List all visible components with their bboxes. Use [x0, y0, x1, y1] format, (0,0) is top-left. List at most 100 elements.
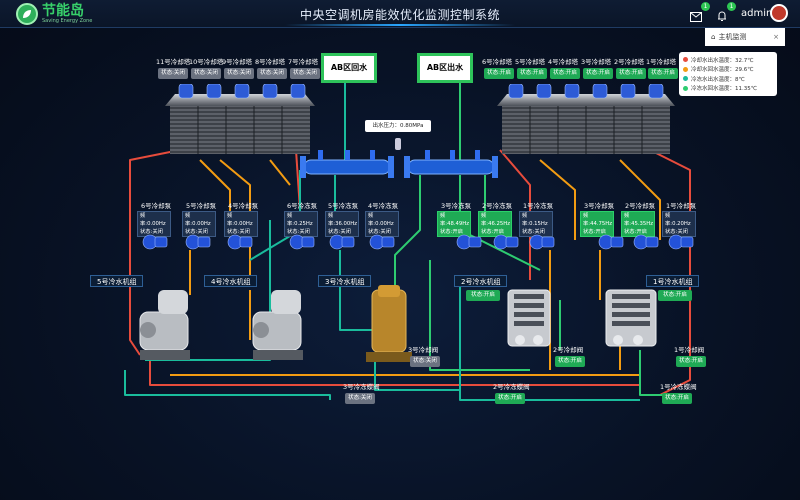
- legend-item: 冷冻水回水温度：11.35℃: [683, 84, 773, 94]
- valve-2-chill-name: 2号冷冻蝶阀: [493, 383, 530, 391]
- tower-8-name: 8号冷却塔: [255, 58, 286, 66]
- valve-1-chill-name: 1号冷冻蝶阀: [660, 383, 697, 391]
- tower-1-status: 状态:开启: [648, 68, 678, 79]
- legend-item: 冷冻水出水温度：8℃: [683, 74, 773, 84]
- valve-1-cool-status: 状态:开启: [676, 356, 706, 367]
- pump-icon: [329, 234, 355, 250]
- tower-11-status: 状态:关闭: [158, 68, 188, 79]
- pump-icon: [142, 234, 168, 250]
- chiller-2-label[interactable]: 2号冷水机组: [454, 275, 508, 287]
- avatar[interactable]: [770, 4, 788, 22]
- pump-icon: [456, 234, 482, 250]
- chill-pump-4-name: 4号冷冻泵: [368, 202, 399, 210]
- cooling-tower-left-group[interactable]: [165, 84, 315, 156]
- chiller-5-label[interactable]: 5号冷水机组: [90, 275, 144, 287]
- pump-icon: [185, 234, 211, 250]
- return-header-label[interactable]: AB区回水: [321, 53, 377, 83]
- valve-3-cool-name: 3号冷却阀: [408, 346, 439, 354]
- chiller-4-label[interactable]: 4号冷水机组: [204, 275, 258, 287]
- chiller-5-unit: [139, 290, 190, 360]
- tower-2-name: 2号冷却塔: [614, 58, 645, 66]
- tower-11-name: 11号冷却塔: [156, 58, 191, 66]
- cool-pump-6-name: 6号冷却泵: [141, 202, 172, 210]
- chiller-3-label[interactable]: 3号冷水机组: [318, 275, 372, 287]
- tower-7-status: 状态:关闭: [290, 68, 320, 79]
- outlet-pressure: 出水压力：0.80MPa: [365, 120, 431, 132]
- chill-pump-2-name: 2号冷冻泵: [482, 202, 513, 210]
- pump-icon: [369, 234, 395, 250]
- pump-icon: [493, 234, 519, 250]
- system-title: 中央空调机房能效优化监测控制系统: [299, 8, 500, 22]
- tower-4-status: 状态:开启: [550, 68, 580, 79]
- chill-pump-6-name: 6号冷冻泵: [287, 202, 318, 210]
- cooling-tower-right-group[interactable]: [497, 84, 675, 156]
- orange-dot-icon: [683, 66, 688, 72]
- valve-2-cool-name: 2号冷却阀: [553, 346, 584, 354]
- bell-badge: 1: [727, 2, 736, 11]
- valve-3-chill-status: 状态:关闭: [345, 393, 375, 404]
- cool-pump-1-name: 1号冷却泵: [666, 202, 697, 210]
- tab-close-icon[interactable]: ×: [773, 33, 779, 41]
- pump-icon: [633, 234, 659, 250]
- logo-subtitle: Saving Energy Zone: [42, 17, 93, 24]
- chiller-2-status: 状态:开启: [466, 290, 500, 301]
- chiller-1-unit: [605, 289, 657, 347]
- valve-2-cool-status: 状态:开启: [555, 356, 585, 367]
- valve-3-cool-status: 状态:关闭: [410, 356, 440, 367]
- chiller-2-unit: [507, 289, 551, 347]
- pump-icon: [289, 234, 315, 250]
- teal-dot-icon: [683, 76, 688, 82]
- tower-10-status: 状态:关闭: [191, 68, 221, 79]
- legend-item: 冷却水出水温度：32.7℃: [683, 55, 773, 65]
- tab-host-monitor[interactable]: ⌂ 主机监测 ×: [705, 28, 785, 46]
- chiller-4-unit: [252, 290, 303, 360]
- tower-6-status: 状态:开启: [484, 68, 514, 79]
- temperature-legend: 冷却水出水温度：32.7℃ 冷却水回水温度：29.6℃ 冷冻水出水温度：8℃ 冷…: [679, 52, 777, 96]
- tower-7-name: 7号冷却塔: [288, 58, 319, 66]
- logo-title: 节能岛: [42, 2, 84, 19]
- tower-3-name: 3号冷却塔: [581, 58, 612, 66]
- green-dot-icon: [683, 85, 688, 91]
- chiller-3-unit: [366, 285, 412, 362]
- tower-3-status: 状态:开启: [583, 68, 613, 79]
- cool-pump-4-name: 4号冷却泵: [228, 202, 259, 210]
- bell-icon[interactable]: 1: [716, 2, 736, 21]
- tower-2-status: 状态:开启: [616, 68, 646, 79]
- tower-9-status: 状态:关闭: [224, 68, 254, 79]
- mail-icon[interactable]: 1: [690, 2, 710, 22]
- chiller-1-label[interactable]: 1号冷水机组: [646, 275, 700, 287]
- user-name[interactable]: admin: [741, 8, 773, 19]
- tower-6-name: 6号冷却塔: [482, 58, 513, 66]
- chill-pump-1-name: 1号冷冻泵: [523, 202, 554, 210]
- top-bar: 节能岛 Saving Energy Zone 中央空调机房能效优化监测控制系统 …: [0, 0, 800, 28]
- valve-1-chill-status: 状态:开启: [662, 393, 692, 404]
- cool-pump-5-name: 5号冷却泵: [186, 202, 217, 210]
- tower-4-name: 4号冷却塔: [548, 58, 579, 66]
- chill-pump-5-name: 5号冷冻泵: [328, 202, 359, 210]
- valve-2-chill-status: 状态:开启: [495, 393, 525, 404]
- pump-icon: [668, 234, 694, 250]
- pressure-gauge-icon: [395, 138, 401, 150]
- tower-10-name: 10号冷却塔: [189, 58, 224, 66]
- tower-8-status: 状态:关闭: [257, 68, 287, 79]
- pump-icon: [598, 234, 624, 250]
- pump-icon: [227, 234, 253, 250]
- valve-3-chill-name: 3号冷冻蝶阀: [343, 383, 380, 391]
- legend-item: 冷却水回水温度：29.6℃: [683, 65, 773, 75]
- supply-header-label[interactable]: AB区出水: [417, 53, 473, 83]
- tab-label: 主机监测: [718, 33, 747, 41]
- cool-pump-2-name: 2号冷却泵: [625, 202, 656, 210]
- tower-5-status: 状态:开启: [517, 68, 547, 79]
- mail-badge: 1: [701, 2, 710, 11]
- chill-pump-3-name: 3号冷冻泵: [441, 202, 472, 210]
- title-underline: [285, 24, 515, 26]
- pump-icon: [529, 234, 555, 250]
